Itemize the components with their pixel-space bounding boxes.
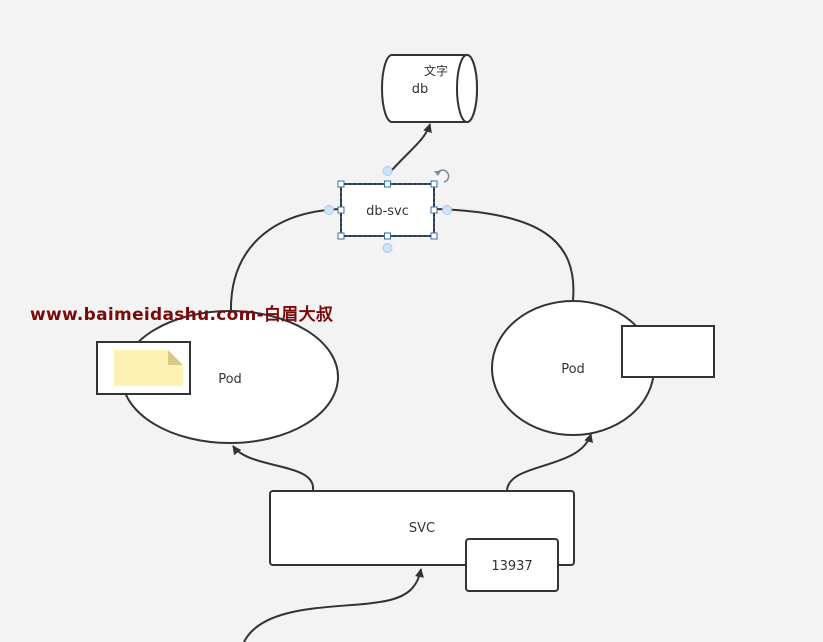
connection-point[interactable] (324, 205, 334, 215)
edge-svc-to-left-pod[interactable] (232, 445, 315, 491)
resize-handle[interactable] (337, 180, 345, 188)
db-label: db (412, 82, 429, 97)
resize-handle[interactable] (384, 232, 391, 240)
resize-handles[interactable] (337, 180, 438, 240)
pod-left-label: Pod (218, 372, 242, 387)
note-icon (114, 350, 183, 386)
connection-point[interactable] (382, 243, 393, 253)
edge-svc-to-right-pod[interactable] (506, 433, 593, 491)
rotate-icon-tip (434, 171, 441, 176)
db-annotation: 文字 (424, 63, 448, 78)
edge-left-pod-to-db-svc[interactable] (229, 208, 341, 315)
db-cylinder[interactable]: db 文字 (381, 54, 478, 123)
db-svc-label: db-svc (366, 204, 409, 219)
connection-points[interactable] (324, 166, 452, 253)
note-container[interactable] (96, 341, 191, 395)
edge-right-pod-to-db-svc[interactable] (434, 208, 575, 301)
pod-right-label: Pod (561, 362, 585, 377)
db-svc-node[interactable]: db-svc (340, 183, 435, 237)
edge-db-svc-to-db[interactable] (391, 123, 432, 171)
resize-handle[interactable] (384, 180, 391, 188)
resize-handle[interactable] (430, 180, 438, 188)
watermark-text: www.baimeidashu.com-白眉大叔 (30, 305, 334, 325)
svc-label: SVC (409, 521, 435, 536)
resize-handle[interactable] (430, 206, 438, 214)
resize-handle[interactable] (337, 206, 345, 214)
note-fold (168, 350, 183, 365)
port-label: 13937 (491, 559, 532, 574)
connection-point[interactable] (442, 205, 452, 215)
port-box[interactable]: 13937 (465, 538, 559, 592)
resize-handle[interactable] (337, 232, 345, 240)
empty-box[interactable] (621, 325, 715, 378)
connection-point[interactable] (382, 166, 393, 176)
resize-handle[interactable] (430, 232, 438, 240)
edge-ingress-to-svc[interactable] (243, 568, 424, 642)
